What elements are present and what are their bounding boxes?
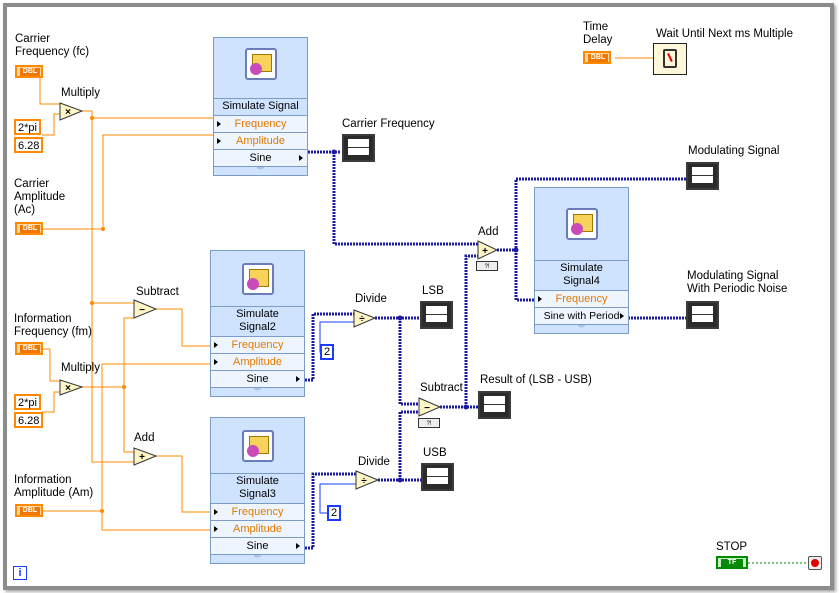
time-delay-label: Time Delay bbox=[583, 21, 613, 46]
modulating-signal-indicator-label: Modulating Signal bbox=[688, 145, 780, 157]
simulate-signal4-vi[interactable]: Simulate Signal4 Frequency Sine with Per… bbox=[534, 187, 629, 334]
svg-text:−: − bbox=[424, 403, 430, 414]
simulate-signal-icon bbox=[242, 430, 274, 462]
wait-label: Wait Until Next ms Multiple bbox=[656, 28, 793, 40]
two-pi-constant-a[interactable]: 2*pi bbox=[14, 119, 41, 135]
svg-text:×: × bbox=[65, 107, 71, 118]
while-loop-frame bbox=[3, 3, 834, 590]
value-constant-a[interactable]: 6.28 bbox=[14, 137, 44, 153]
result-indicator-label: Result of (LSB - USB) bbox=[480, 374, 592, 386]
time-delay-control[interactable]: DBL bbox=[583, 51, 611, 64]
stop-label: STOP bbox=[716, 541, 748, 553]
error-terminal-icon: ?! bbox=[476, 261, 498, 271]
sine-output[interactable]: Sine bbox=[211, 370, 304, 387]
expand-chevron-icon[interactable]: ︾ bbox=[211, 387, 304, 396]
vi-title: Simulate Signal bbox=[214, 99, 307, 115]
multiply-1-node bbox=[59, 102, 84, 121]
carrier-frequency-graph-indicator[interactable] bbox=[342, 134, 375, 162]
divisor-constant-a[interactable]: 2 bbox=[320, 344, 334, 360]
carrier-amplitude-control[interactable]: DBL bbox=[15, 222, 43, 235]
simulate-signal-icon bbox=[245, 48, 277, 80]
expand-chevron-icon[interactable]: ︾ bbox=[535, 324, 628, 333]
svg-text:÷: ÷ bbox=[359, 314, 365, 325]
subtract-2-label: Subtract bbox=[420, 382, 463, 394]
divisor-constant-b[interactable]: 2 bbox=[327, 505, 341, 521]
amplitude-input[interactable]: Amplitude bbox=[214, 132, 307, 149]
frequency-input[interactable]: Frequency bbox=[535, 290, 628, 307]
add-1-label: Add bbox=[134, 432, 155, 444]
divide-2-node bbox=[355, 470, 380, 490]
amplitude-input[interactable]: Amplitude bbox=[211, 353, 304, 370]
divide-2-label: Divide bbox=[358, 456, 390, 468]
svg-text:÷: ÷ bbox=[361, 476, 367, 487]
svg-text:−: − bbox=[139, 305, 145, 316]
dbl-tag: DBL bbox=[20, 68, 40, 76]
usb-indicator-label: USB bbox=[423, 447, 447, 459]
vi-title: Simulate Signal2 bbox=[211, 307, 304, 336]
frequency-input[interactable]: Frequency bbox=[214, 115, 307, 132]
subtract-2-node bbox=[418, 397, 442, 417]
divide-1-node bbox=[353, 309, 377, 328]
modulating-signal-graph-indicator[interactable] bbox=[686, 162, 719, 190]
sine-output[interactable]: Sine bbox=[214, 149, 307, 166]
simulate-signal2-vi[interactable]: Simulate Signal2 Frequency Amplitude Sin… bbox=[210, 250, 305, 397]
add-1-node bbox=[133, 447, 158, 466]
dbl-tag: DBL bbox=[20, 225, 40, 233]
frequency-input[interactable]: Frequency bbox=[211, 336, 304, 353]
dbl-tag: DBL bbox=[588, 54, 608, 62]
subtract-1-node bbox=[133, 299, 158, 319]
value-constant-b[interactable]: 6.28 bbox=[14, 412, 44, 428]
lsb-indicator-label: LSB bbox=[422, 285, 444, 297]
simulate-signal3-vi[interactable]: Simulate Signal3 Frequency Amplitude Sin… bbox=[210, 417, 305, 564]
svg-text:×: × bbox=[65, 383, 71, 394]
subtract-1-label: Subtract bbox=[136, 286, 179, 298]
modulating-noise-indicator-label: Modulating Signal With Periodic Noise bbox=[687, 270, 788, 295]
amplitude-input[interactable]: Amplitude bbox=[211, 520, 304, 537]
result-graph-indicator[interactable] bbox=[478, 391, 511, 419]
simulate-signal-icon bbox=[566, 208, 598, 240]
expand-chevron-icon[interactable]: ︾ bbox=[211, 554, 304, 563]
lsb-graph-indicator[interactable] bbox=[420, 301, 453, 329]
dbl-tag: DBL bbox=[20, 345, 40, 353]
information-amplitude-control[interactable]: DBL bbox=[15, 504, 43, 517]
carrier-amplitude-label: Carrier Amplitude (Ac) bbox=[14, 178, 66, 216]
divide-1-label: Divide bbox=[355, 293, 387, 305]
information-amplitude-label: Information Amplitude (Am) bbox=[14, 474, 94, 499]
modulating-noise-graph-indicator[interactable] bbox=[686, 301, 719, 329]
tf-tag: TF bbox=[721, 559, 743, 567]
metronome-icon[interactable] bbox=[653, 43, 687, 75]
usb-graph-indicator[interactable] bbox=[421, 463, 454, 491]
expand-chevron-icon[interactable]: ︾ bbox=[214, 166, 307, 175]
vi-title: Simulate Signal3 bbox=[211, 474, 304, 503]
carrier-frequency-label: Carrier Frequency (fc) bbox=[15, 33, 90, 58]
dbl-tag: DBL bbox=[20, 507, 40, 515]
frequency-input[interactable]: Frequency bbox=[211, 503, 304, 520]
add-2-label: Add bbox=[478, 226, 499, 238]
stop-control[interactable]: TF bbox=[716, 556, 748, 569]
simulate-signal-icon bbox=[242, 263, 274, 295]
add-2-node bbox=[477, 240, 499, 260]
simulate-signal-vi[interactable]: Simulate Signal Frequency Amplitude Sine… bbox=[213, 37, 308, 176]
two-pi-constant-b[interactable]: 2*pi bbox=[14, 394, 41, 410]
sine-with-period-output[interactable]: Sine with Period bbox=[535, 307, 628, 324]
loop-condition-stop-icon[interactable] bbox=[808, 556, 822, 570]
information-frequency-control[interactable]: DBL bbox=[15, 342, 43, 355]
svg-text:+: + bbox=[139, 452, 145, 463]
multiply-1-label: Multiply bbox=[61, 87, 100, 99]
sine-output[interactable]: Sine bbox=[211, 537, 304, 554]
vi-title: Simulate Signal4 bbox=[535, 261, 628, 290]
multiply-2-node bbox=[59, 379, 84, 396]
error-terminal-icon: ?! bbox=[418, 418, 440, 428]
information-frequency-label: Information Frequency (fm) bbox=[14, 313, 92, 338]
carrier-frequency-indicator-label: Carrier Frequency bbox=[342, 118, 435, 130]
svg-text:+: + bbox=[482, 246, 488, 257]
multiply-2-label: Multiply bbox=[61, 362, 100, 374]
iteration-terminal-icon: i bbox=[13, 566, 27, 580]
carrier-frequency-control[interactable]: DBL bbox=[15, 65, 43, 78]
